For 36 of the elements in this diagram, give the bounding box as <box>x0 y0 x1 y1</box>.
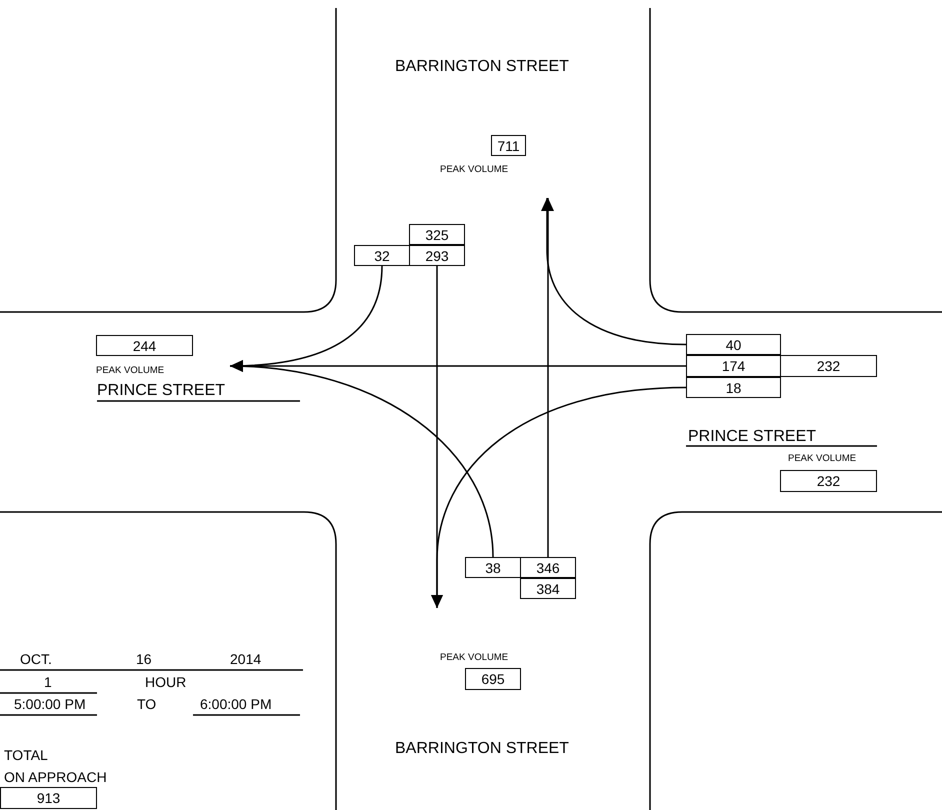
volume-box: 40 <box>686 334 781 355</box>
traffic-movement-arrow <box>541 198 686 346</box>
time-text: 5:00:00 PM <box>14 697 86 711</box>
volume-box: 232 <box>780 470 877 492</box>
peak-volume-caption: PEAK VOLUME <box>788 454 856 464</box>
duration-text: HOUR <box>145 675 186 689</box>
date-text: OCT. <box>20 652 52 666</box>
date-text: 2014 <box>230 652 262 666</box>
volume-box: 346 <box>520 557 576 578</box>
time-text: TO <box>137 697 156 711</box>
traffic-movement-arrow <box>431 386 686 608</box>
street-name: BARRINGTON STREET <box>395 59 569 75</box>
volume-box: 18 <box>686 377 781 398</box>
time-text: 6:00:00 PM <box>200 697 272 711</box>
peak-volume-caption: PEAK VOLUME <box>440 165 508 174</box>
volume-box: 232 <box>780 355 877 377</box>
street-name: PRINCE STREET <box>97 383 226 399</box>
traffic-movement-arrow <box>230 360 494 558</box>
peak-volume-caption: PEAK VOLUME <box>96 366 164 376</box>
total-label: TOTAL <box>4 748 48 762</box>
volume-box: 32 <box>354 245 410 266</box>
volume-box: 293 <box>409 245 465 266</box>
volume-box: 384 <box>520 578 576 599</box>
volume-box: 244 <box>96 335 193 356</box>
volume-box: 325 <box>409 224 465 245</box>
volume-box: 38 <box>465 557 521 578</box>
volume-box: 174 <box>686 355 781 377</box>
street-name: PRINCE STREET <box>688 429 816 445</box>
volume-box: 711 <box>491 135 526 156</box>
total-label: ON APPROACH <box>4 770 107 784</box>
volume-box: 695 <box>465 668 521 690</box>
street-name: BARRINGTON STREET <box>395 741 569 757</box>
volume-box: 913 <box>0 787 97 809</box>
duration-text: 1 <box>44 675 52 689</box>
date-text: 16 <box>136 652 152 666</box>
peak-volume-caption: PEAK VOLUME <box>440 653 508 662</box>
